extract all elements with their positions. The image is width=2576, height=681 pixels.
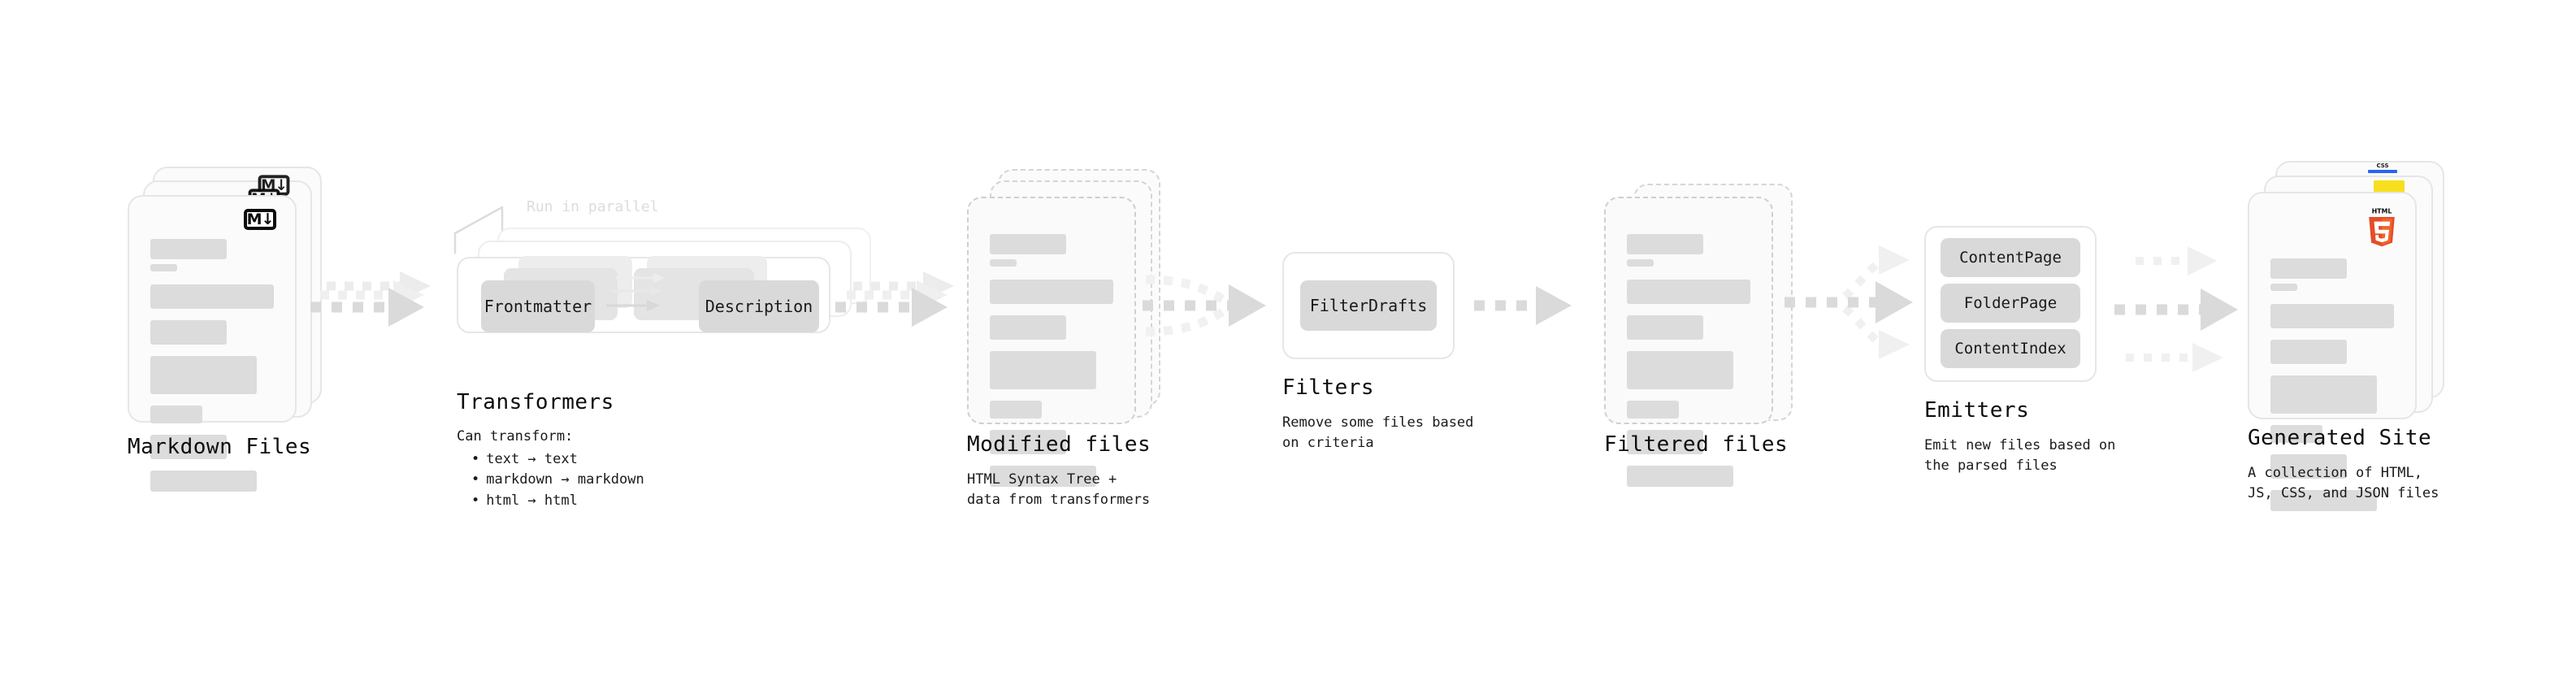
markdown-badge-arrow: ↓ xyxy=(275,176,287,194)
modified-file-card xyxy=(967,197,1136,487)
skeleton-bar xyxy=(990,234,1067,254)
skeleton-bar xyxy=(2270,340,2348,364)
skeleton-bar xyxy=(150,239,228,259)
transformer-inner-arrows xyxy=(606,273,665,311)
transformers-bullet: html → html xyxy=(471,491,644,512)
transformer-chip-description[interactable]: Description xyxy=(699,280,819,332)
emitters-title: Emitters xyxy=(1924,398,2030,423)
skeleton-bar xyxy=(1627,280,1750,304)
skeleton-bar xyxy=(1627,234,1704,254)
js-badge-icon xyxy=(2374,180,2405,195)
arrow-filters-to-filtered xyxy=(1474,286,1572,325)
skeleton-bar xyxy=(2270,284,2298,291)
skeleton-bar xyxy=(1627,259,1654,267)
markdown-files-title: Markdown Files xyxy=(128,435,312,459)
transformer-chip-frontmatter[interactable]: Frontmatter xyxy=(481,280,595,332)
skeleton-bar xyxy=(990,315,1067,340)
markdown-file-card: M↓ xyxy=(128,195,297,492)
skeleton-bar xyxy=(1627,351,1733,389)
skeleton-bar xyxy=(2270,258,2348,279)
markdown-badge-letter: M xyxy=(246,210,262,228)
file-skeleton-bars xyxy=(2270,258,2394,511)
file-skeleton-bars xyxy=(990,234,1113,487)
skeleton-bar xyxy=(2270,375,2377,414)
skeleton-bar xyxy=(990,259,1017,267)
file-skeleton-bars xyxy=(1627,234,1750,487)
skeleton-bar xyxy=(1627,466,1733,487)
emitters-subtitle: Emit new files based on the parsed files xyxy=(1924,437,2116,474)
css-badge-bar xyxy=(2368,170,2397,173)
skeleton-bar xyxy=(150,435,228,459)
skeleton-bar xyxy=(150,320,228,345)
file-skeleton-bars xyxy=(150,239,274,492)
modified-files-title: Modified files xyxy=(967,432,1151,457)
markdown-badge-icon: M↓ xyxy=(244,209,276,230)
arrow-markdown-to-transformers xyxy=(310,271,431,327)
modified-files-subtitle: HTML Syntax Tree + data from transformer… xyxy=(967,471,1151,508)
filtered-file-card xyxy=(1604,197,1773,487)
arrow-transformers-to-modified xyxy=(835,271,954,327)
markdown-badge-arrow: ↓ xyxy=(261,210,275,228)
filters-title: Filters xyxy=(1282,375,1375,400)
transformers-bullet-list: text → text markdown → markdown html → h… xyxy=(457,449,644,512)
filters-subtitle: Remove some files based on criteria xyxy=(1282,414,1474,451)
transformers-bullet: text → text xyxy=(471,449,644,471)
skeleton-bar xyxy=(990,351,1096,389)
skeleton-bar xyxy=(150,406,202,423)
skeleton-bar xyxy=(990,401,1042,419)
markdown-badge-letter: M xyxy=(261,176,275,194)
skeleton-bar xyxy=(2270,425,2322,443)
skeleton-bar xyxy=(150,284,274,309)
skeleton-bar xyxy=(990,280,1113,304)
css-badge-icon: CSS xyxy=(2368,163,2397,173)
transformers-bullet: markdown → markdown xyxy=(471,470,644,491)
arrow-filtered-to-emitters xyxy=(1785,245,1913,359)
skeleton-bar xyxy=(150,356,257,394)
skeleton-bar xyxy=(1627,401,1679,419)
skeleton-bar xyxy=(990,466,1096,487)
skeleton-bar xyxy=(150,471,257,492)
generated-site-subtitle: A collection of HTML, JS, CSS, and JSON … xyxy=(2248,465,2439,501)
html5-badge-icon: HTML xyxy=(2369,207,2395,247)
filtered-files-title: Filtered files xyxy=(1604,432,1789,457)
emitter-chip-contentindex[interactable]: ContentIndex xyxy=(1941,329,2080,368)
transformers-description: Can transform: text → text markdown → ma… xyxy=(457,427,644,511)
skeleton-bar xyxy=(1627,315,1704,340)
run-in-parallel-bracket xyxy=(453,206,504,254)
skeleton-bar xyxy=(990,430,1067,454)
css-badge-label: CSS xyxy=(2376,163,2389,169)
filter-chip-filterdrafts[interactable]: FilterDrafts xyxy=(1300,280,1437,331)
generated-site-title: Generated Site xyxy=(2248,426,2432,450)
arrow-emitters-to-site xyxy=(2114,246,2238,372)
transformers-intro: Can transform: xyxy=(457,428,574,445)
emitter-chip-folderpage[interactable]: FolderPage xyxy=(1941,284,2080,323)
transformers-title: Transformers xyxy=(457,390,614,414)
arrow-modified-to-filters xyxy=(1143,275,1266,336)
skeleton-bar xyxy=(2270,454,2348,479)
svg-text:HTML: HTML xyxy=(2372,207,2392,215)
skeleton-bar xyxy=(150,264,178,271)
run-in-parallel-label: Run in parallel xyxy=(527,198,659,215)
skeleton-bar xyxy=(2270,490,2377,511)
skeleton-bar xyxy=(1627,430,1704,454)
site-file-card: HTML xyxy=(2248,192,2417,511)
skeleton-bar xyxy=(2270,304,2394,328)
emitter-chip-contentpage[interactable]: ContentPage xyxy=(1941,238,2080,277)
